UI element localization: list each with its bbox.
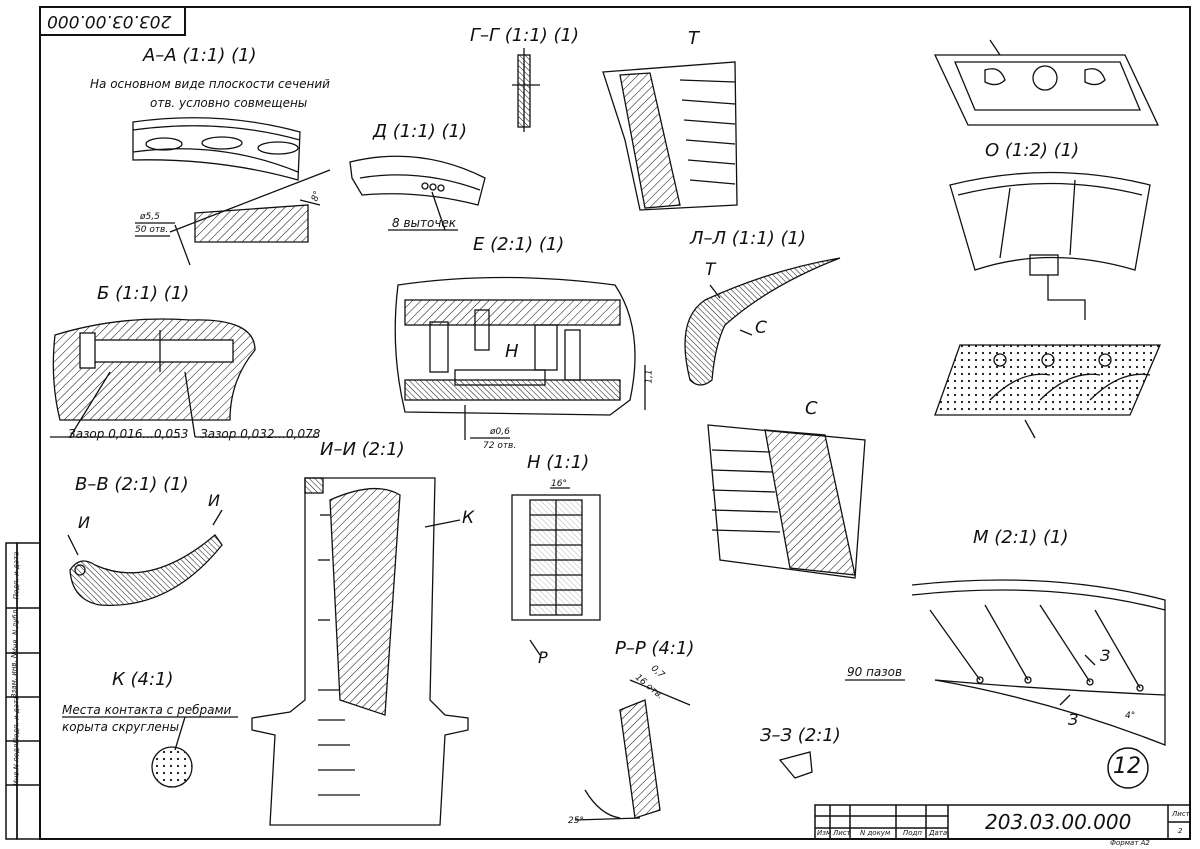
sheet-frame [39,6,1191,840]
top-designation: 203.03.00.000 [47,11,172,31]
view-vv-title: В–В (2:1) (1) [75,474,189,495]
view-aa-drawing [132,117,331,266]
view-pp-drawing [574,679,691,821]
view-vv-drawing [67,509,223,607]
view-k-drawing [62,716,238,788]
view-c-label: С [805,398,818,419]
side-stamp [5,542,41,840]
view-aa-title: А–А (1:1) (1) [143,45,257,66]
view-n-drawing [511,487,601,656]
view-e-dim-count: 72 отв. [483,441,517,451]
view-d-drawing [349,155,486,231]
title-sheet-value: 2 [1178,827,1183,835]
view-b-title: Б (1:1) (1) [97,283,190,304]
view-e-dim-gap: 1,1 [644,369,655,384]
view-pp-title: Р–Р (4:1) [615,638,695,659]
view-ii-label-k: К [462,508,475,528]
side-stamp-label-1: Подп. и дата [12,551,21,600]
view-d-title: Д (1:1) (1) [373,121,468,142]
sheet-number-circle [1107,747,1149,789]
view-m-title: М (2:1) (1) [973,527,1069,548]
view-gg-drawing [512,48,540,132]
view-ii-title: И–И (2:1) [320,439,405,460]
title-format: Формат А2 [1110,839,1150,847]
view-vv-cut1: И [78,513,90,532]
view-pp-angle: 25° [568,816,584,826]
title-sheet-label: Лист [1172,810,1190,818]
side-stamp-label-2: Инв. N дубл. [11,607,20,654]
view-zz-title: З–З (2:1) [760,725,841,746]
title-col-izm: Изм [817,829,832,837]
view-e-drawing [394,276,646,440]
side-stamp-label-5: Инв.N подл. [12,741,21,786]
view-aa-dim-count: 50 отв. [135,225,169,235]
title-col-data: Дата [929,829,948,837]
view-t-drawing [602,61,738,211]
view-ll-label-c: С [755,318,767,338]
view-e-label-n: Н [505,341,519,362]
view-b-gap2: Зазор 0,032...0,078 [200,427,321,441]
title-col-ndokum: N докум [860,829,891,837]
view-m-cut1: З [1100,646,1111,665]
view-ll-drawing [684,257,841,386]
sheet-number: 12 [1113,754,1141,779]
view-e-dim-hole: ø0,6 [490,427,510,437]
view-m-note: 90 пазов [847,665,903,679]
view-k-note-line1: Места контакта с ребрами [62,703,232,717]
view-ll-title: Л–Л (1:1) (1) [690,228,807,249]
side-stamp-label-4: Подп. и дата [12,695,21,744]
view-vv-cut2: И [208,491,220,510]
view-gg-title: Г–Г (1:1) (1) [470,25,580,46]
view-n-cut: Р [538,648,548,667]
view-aa-note-line2: отв. условно совмещены [150,96,308,110]
view-n-dim: 16° [551,479,567,489]
view-aa-dim-hole: ø5,5 [140,212,160,222]
title-block [814,804,1191,840]
view-k-title: К (4:1) [112,669,174,690]
title-col-list: Лист [833,829,851,837]
view-o-title: О (1:2) (1) [985,140,1080,161]
view-ll-label-t: Т [705,260,716,280]
view-t-label: Т [688,28,699,49]
view-k-note-line2: корыта скруглены [62,720,180,734]
view-ii-drawing [251,477,469,826]
view-zz-drawing [778,751,813,779]
top-designation-box [39,6,186,36]
view-b-drawing [50,318,318,438]
view-b-gap1: Зазор 0,016...0,053 [68,427,189,441]
view-d-note: 8 выточек [392,216,457,230]
view-c-drawing [707,424,866,579]
title-col-podp: Подп [903,829,922,837]
view-m-cut2: З [1068,710,1079,729]
side-stamp-label-3: Взам. инв. N [10,652,19,699]
view-e-title: Е (2:1) (1) [473,234,565,255]
view-m-angle: 4° [1125,711,1136,721]
view-aa-note-line1: На основном виде плоскости сечений [90,77,330,91]
view-m-drawing [845,579,1166,746]
title-designation: 203.03.00.000 [985,810,1132,834]
view-n-title: Н (1:1) [527,452,590,473]
view-o-drawing [933,39,1161,439]
